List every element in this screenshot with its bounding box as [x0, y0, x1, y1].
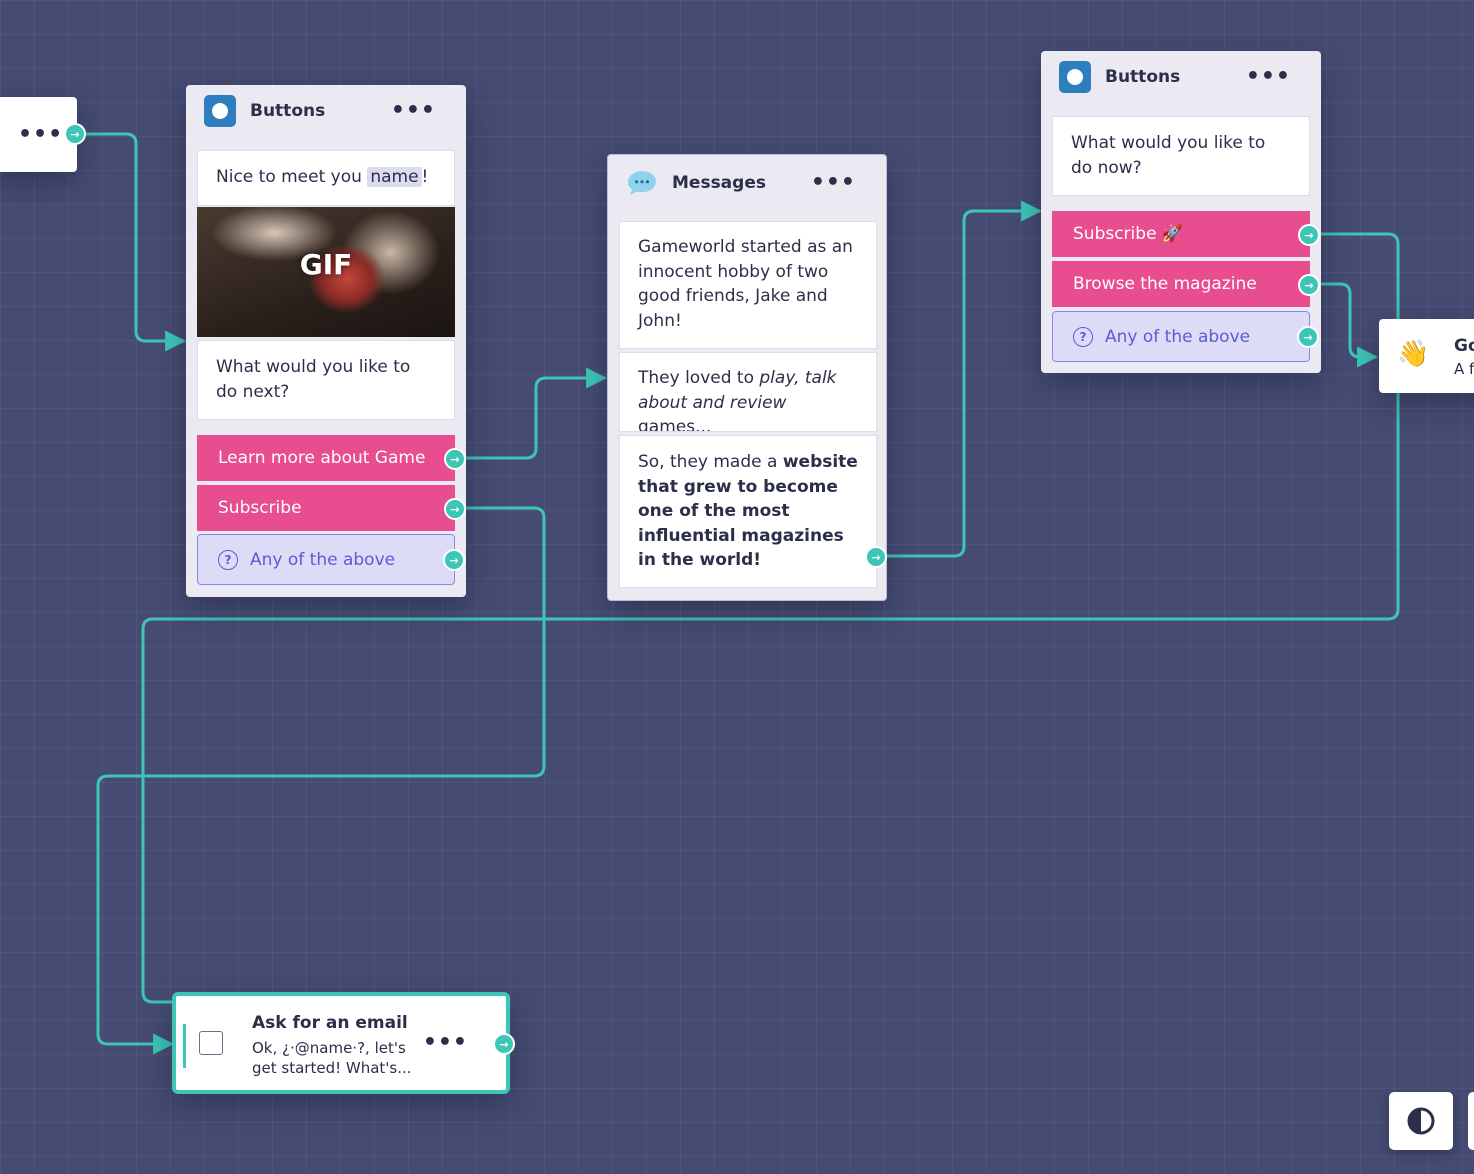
- learn-more-label: Learn more about Game: [218, 448, 426, 468]
- left-stub-output-port[interactable]: →: [64, 123, 86, 145]
- buttons-node-2-menu-button[interactable]: •••: [1245, 64, 1291, 89]
- email-input-handle: [172, 1024, 186, 1068]
- messages-node[interactable]: Messages ••• Gameworld started as an inn…: [607, 154, 887, 601]
- buttons-node-2-header: Buttons •••: [1041, 51, 1321, 103]
- greeting-prefix: Nice to meet you: [216, 167, 362, 187]
- question-2-text: What would you like to do now?: [1071, 133, 1266, 178]
- square-rounded-icon: [204, 95, 236, 127]
- message-card-3[interactable]: So, they made a website that grew to bec…: [619, 435, 877, 588]
- learn-more-output-port[interactable]: →: [444, 448, 466, 470]
- subscribe-output-port[interactable]: →: [444, 498, 466, 520]
- message-3-prefix: So, they made a: [638, 452, 783, 472]
- buttons-node-2-title: Buttons: [1105, 67, 1181, 87]
- question-card[interactable]: What would you like to do next?: [197, 340, 455, 420]
- message-card-1[interactable]: Gameworld started as an innocent hobby o…: [619, 221, 877, 349]
- any-of-above-button-2[interactable]: ? Any of the above: [1052, 311, 1310, 362]
- any-of-above-output-port[interactable]: →: [443, 549, 465, 571]
- subscribe-button[interactable]: Subscribe: [197, 485, 455, 531]
- left-stub-menu-button[interactable]: •••: [18, 121, 64, 147]
- name-variable-chip: name: [367, 167, 422, 187]
- question-circle-icon: ?: [1073, 326, 1093, 347]
- buttons-node-1-title: Buttons: [250, 101, 326, 121]
- buttons-node-2[interactable]: Buttons ••• What would you like to do no…: [1041, 51, 1321, 373]
- buttons-node-1-header: Buttons •••: [186, 85, 466, 137]
- goodbye-node-partial[interactable]: 👋 Go A f: [1379, 319, 1474, 393]
- question-card-2[interactable]: What would you like to do now?: [1052, 116, 1310, 196]
- greeting-suffix: !: [421, 167, 429, 187]
- ask-email-title: Ask for an email: [252, 1013, 408, 1033]
- speech-bubble-icon: [626, 169, 658, 197]
- square-rounded-icon: [1059, 61, 1091, 93]
- message-2-suffix: games...: [638, 417, 712, 432]
- partial-control-button[interactable]: [1468, 1092, 1474, 1150]
- buttons-node-1[interactable]: Buttons ••• Nice to meet you name! GIF W…: [186, 85, 466, 597]
- theme-toggle-button[interactable]: [1389, 1092, 1453, 1150]
- messages-node-header: Messages •••: [608, 155, 886, 211]
- browse-magazine-label: Browse the magazine: [1073, 274, 1257, 294]
- gif-label: GIF: [299, 248, 353, 281]
- contrast-icon: [1407, 1107, 1435, 1135]
- goodbye-node-subtitle: A f: [1454, 360, 1474, 378]
- subscribe-label: Subscribe: [218, 498, 302, 518]
- gif-card[interactable]: GIF: [197, 207, 455, 337]
- ask-email-preview: Ok, ¿·@name·?, let's get started! What's…: [252, 1039, 412, 1077]
- browse-magazine-output-port[interactable]: →: [1298, 274, 1320, 296]
- messages-node-title: Messages: [672, 173, 766, 193]
- buttons-node-1-menu-button[interactable]: •••: [390, 98, 436, 123]
- connector-browse-to-go: [1318, 282, 1379, 368]
- connector-stub-to-buttons: [76, 132, 187, 352]
- messages-output-port[interactable]: →: [865, 546, 887, 568]
- messages-node-menu-button[interactable]: •••: [810, 170, 856, 195]
- greeting-card[interactable]: Nice to meet you name!: [197, 150, 455, 206]
- subscribe-rocket-label: Subscribe 🚀: [1073, 224, 1184, 244]
- checkbox-icon: [199, 1031, 223, 1055]
- message-card-2[interactable]: They loved to play, talk about and revie…: [619, 352, 877, 432]
- goodbye-node-title: Go: [1454, 336, 1474, 356]
- subscribe-rocket-output-port[interactable]: →: [1298, 224, 1320, 246]
- learn-more-button[interactable]: Learn more about Game: [197, 435, 455, 481]
- any-of-above-button[interactable]: ? Any of the above: [197, 534, 455, 585]
- question-text: What would you like to do next?: [216, 357, 411, 402]
- message-2-prefix: They loved to: [638, 368, 760, 388]
- message-1-text: Gameworld started as an innocent hobby o…: [638, 237, 853, 331]
- ask-email-menu-button[interactable]: •••: [422, 1030, 468, 1055]
- any-of-above-2-label: Any of the above: [1105, 326, 1251, 347]
- ask-email-node[interactable]: Ask for an email Ok, ¿·@name·?, let's ge…: [172, 992, 510, 1094]
- browse-magazine-button[interactable]: Browse the magazine: [1052, 261, 1310, 307]
- ask-email-output-port[interactable]: →: [493, 1033, 515, 1055]
- question-circle-icon: ?: [218, 549, 238, 570]
- any-of-above-label: Any of the above: [250, 549, 396, 570]
- waving-hand-icon: 👋: [1397, 339, 1430, 369]
- connector-learn-to-messages: [464, 367, 608, 460]
- subscribe-rocket-button[interactable]: Subscribe 🚀: [1052, 211, 1310, 257]
- connector-messages-to-buttons: [885, 200, 1043, 558]
- any-of-above-2-output-port[interactable]: →: [1297, 326, 1319, 348]
